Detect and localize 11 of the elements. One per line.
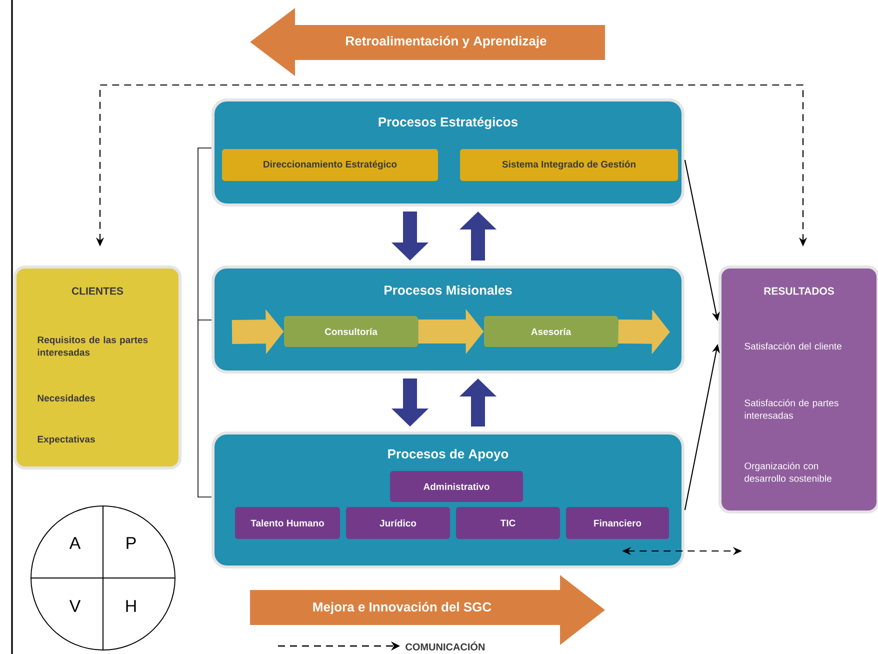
support-box: TIC bbox=[456, 507, 560, 539]
strategic-box: Sistema Integrado de Gestión bbox=[460, 149, 678, 181]
support-box: Financiero bbox=[566, 507, 669, 539]
mission-box: Asesoría bbox=[484, 316, 618, 347]
strategic-box: Direccionamiento Estratégico bbox=[222, 149, 438, 181]
mission-box: Consultoría bbox=[284, 316, 418, 347]
clients-box: CLIENTES Requisitos de las partes interesadas Necesidades Expectativas bbox=[14, 266, 182, 470]
results-box: RESULTADOS Satisfacción del cliente Satisfacción de partes interesadas Organización con desarrollo sostenible bbox=[718, 266, 878, 514]
support-box: Talento Humano bbox=[235, 507, 340, 539]
support-box: Jurídico bbox=[346, 507, 450, 539]
support-box: Administrativo bbox=[390, 471, 523, 502]
